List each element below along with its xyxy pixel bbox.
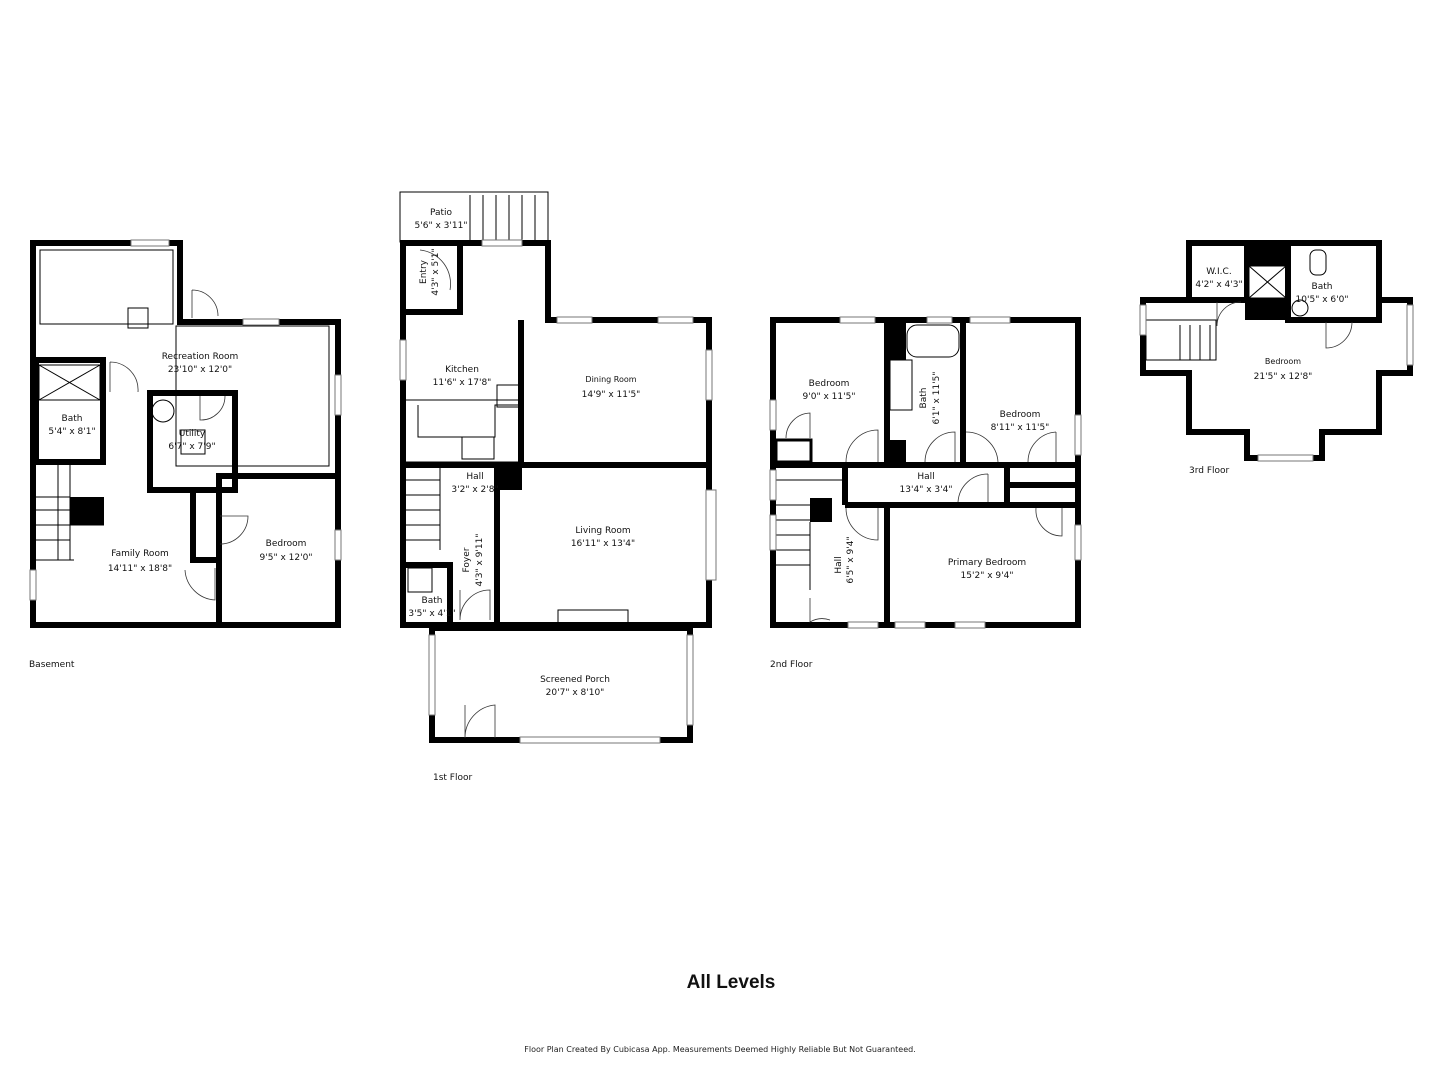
room-name: Hall [917,472,934,482]
room-size: 6'1" x 11'5" [932,372,942,425]
room-size: 21'5" x 12'8" [1254,372,1313,382]
room-size: 6'7" x 7'9" [168,442,215,452]
room-name: Bedroom [266,539,307,549]
basement-plan: Recreation Room 23'10" x 12'0" Bath 5'4"… [29,239,342,670]
room-size: 6'5" x 9'4" [846,536,856,583]
room-name: Bath [1312,282,1333,292]
room-size: 23'10" x 12'0" [168,365,232,375]
room-size: 11'6" x 17'8" [433,378,492,388]
room-size: 9'0" x 11'5" [803,392,856,402]
room-name: Bath [919,388,929,409]
room-size: 5'4" x 8'1" [48,427,95,437]
room-size: 16'11" x 13'4" [571,539,635,549]
room-size: 3'5" x 4'1" [408,609,455,619]
room-name: Hall [466,472,483,482]
level-label: Basement [29,660,75,670]
room-name: W.I.C. [1206,267,1231,277]
room-name: Foyer [462,547,472,572]
room-size: 10'5" x 6'0" [1296,295,1349,305]
level-label: 3rd Floor [1189,466,1230,476]
room-name: Bath [62,414,83,424]
second-floor-plan: Bedroom 9'0" x 11'5" Bath 6'1" x 11'5" B… [769,316,1082,670]
room-name: Living Room [575,526,630,536]
room-size: 20'7" x 8'10" [546,688,605,698]
room-name: Patio [430,208,453,218]
room-name: Bedroom [1000,410,1041,420]
room-name: Primary Bedroom [948,558,1026,568]
room-size: 9'5" x 12'0" [260,553,313,563]
footer-disclaimer: Floor Plan Created By Cubicasa App. Meas… [524,1045,916,1054]
room-name: Entry [419,259,429,284]
room-size: 4'3" x 9'11" [475,534,485,587]
room-name: Screened Porch [540,675,610,685]
room-size: 13'4" x 3'4" [900,485,953,495]
room-size: 14'11" x 18'8" [108,564,172,574]
room-name: Hall [834,556,844,573]
room-size: 3'2" x 2'8" [451,485,498,495]
level-label: 1st Floor [433,773,472,783]
room-size: 4'2" x 4'3" [1195,280,1242,290]
room-size: 8'11" x 11'5" [991,423,1050,433]
room-name: Dining Room [585,375,636,384]
room-size: 15'2" x 9'4" [961,571,1014,581]
room-name: Bath [422,596,443,606]
room-name: Family Room [111,549,168,559]
room-name: Recreation Room [162,352,239,362]
room-name: Utility [179,429,206,439]
room-size: 5'6" x 3'11" [415,221,468,231]
room-size: 14'9" x 11'5" [582,390,641,400]
room-name: Bedroom [1265,357,1301,366]
page-title: All Levels [686,972,776,993]
first-floor-plan: Patio 5'6" x 3'11" Entry 4'3" x 5'1" Kit… [399,191,717,783]
room-name: Bedroom [809,379,850,389]
level-label: 2nd Floor [770,660,813,670]
room-name: Kitchen [445,365,479,375]
room-size: 4'3" x 5'1" [431,248,441,295]
third-floor-plan: W.I.C. 4'2" x 4'3" Bath 10'5" x 6'0" Bed… [1139,240,1414,476]
